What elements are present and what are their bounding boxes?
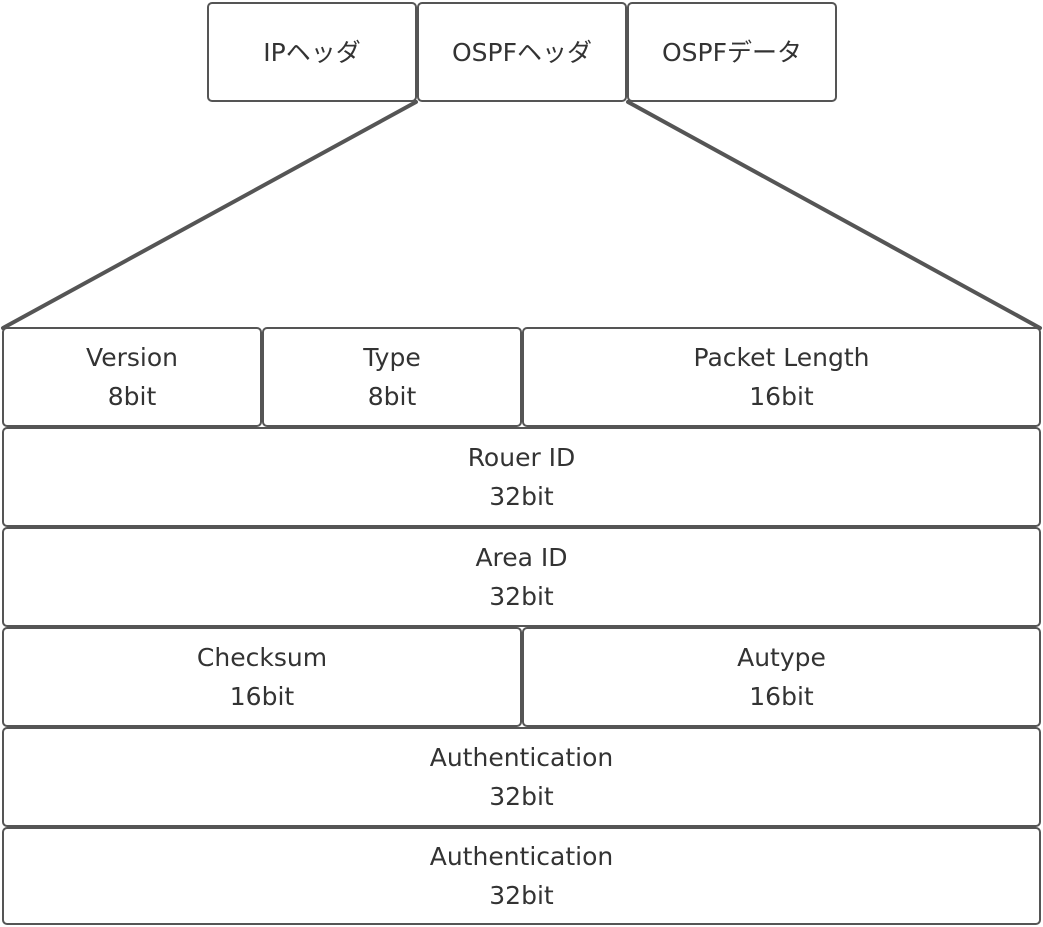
field-name: Version [86,343,178,372]
field-size: 32bit [489,782,554,811]
field-size: 8bit [107,382,157,411]
field-size: 32bit [489,482,554,511]
field-name: Authentication [429,842,614,871]
field-size: 8bit [367,382,417,411]
segment-label: OSPFヘッダ [451,37,592,67]
field-version: Version 8bit [2,327,262,427]
field-size: 32bit [489,881,554,910]
field-area-id: Area ID 32bit [2,527,1041,627]
field-router-id: Rouer ID 32bit [2,427,1041,527]
field-size: 32bit [489,582,554,611]
field-name: Area ID [475,543,568,572]
field-type: Type 8bit [262,327,522,427]
field-size: 16bit [229,682,295,711]
field-name: Packet Length [693,343,870,372]
ospf-data-segment: OSPFデータ [627,2,837,102]
field-size: 16bit [749,682,814,711]
ospf-header-segment: OSPFヘッダ [417,2,627,102]
field-size: 16bit [749,382,814,411]
field-authentication-2: Authentication 32bit [2,827,1041,925]
field-name: Type [363,343,421,372]
field-name: Rouer ID [467,443,576,472]
ip-header-segment: IPヘッダ [207,2,417,102]
segment-label: IPヘッダ [263,37,361,67]
field-name: Checksum [196,643,328,672]
segment-label: OSPFデータ [661,37,802,67]
field-name: Authentication [429,743,614,772]
field-packet-length: Packet Length 16bit [522,327,1041,427]
expansion-line-left [1,100,418,330]
field-autype: Autype 16bit [522,627,1041,727]
field-name: Autype [737,643,826,672]
field-authentication-1: Authentication 32bit [2,727,1041,827]
field-checksum: Checksum 16bit [2,627,522,727]
expansion-line-right [626,100,1042,330]
